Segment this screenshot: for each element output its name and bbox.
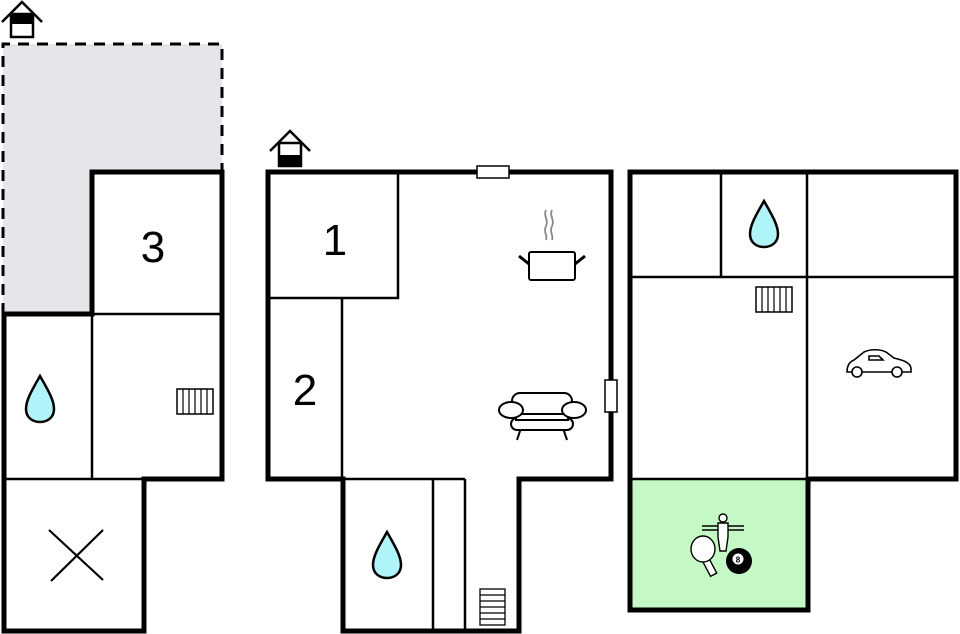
- billiard-ball-icon: 8: [726, 548, 752, 574]
- entrance-icon: [1, 0, 43, 39]
- room-3-label: 3: [141, 223, 165, 272]
- terrace-area: [3, 44, 222, 314]
- left-plan-walls: [1, 169, 225, 634]
- cooking-pot-icon: [518, 209, 586, 281]
- table-tennis-icon: [690, 535, 718, 578]
- stairs-icon: [755, 286, 793, 313]
- window: [604, 379, 618, 413]
- stairs-icon: [176, 388, 214, 415]
- left-plan: 3: [1, 0, 225, 634]
- foosball-icon: [702, 513, 744, 552]
- entrance-icon: [269, 129, 311, 168]
- window: [476, 165, 510, 179]
- middle-plan: 1 2: [265, 129, 618, 634]
- room-1-label: 1: [323, 216, 347, 265]
- right-plan: 8: [627, 169, 959, 613]
- billiard-ball-number: 8: [736, 556, 741, 565]
- car-icon: [846, 348, 912, 378]
- cross-icon: [48, 529, 104, 582]
- room-2-label: 2: [293, 366, 317, 415]
- sofa-icon: [498, 392, 587, 441]
- stairs-icon: [479, 588, 506, 626]
